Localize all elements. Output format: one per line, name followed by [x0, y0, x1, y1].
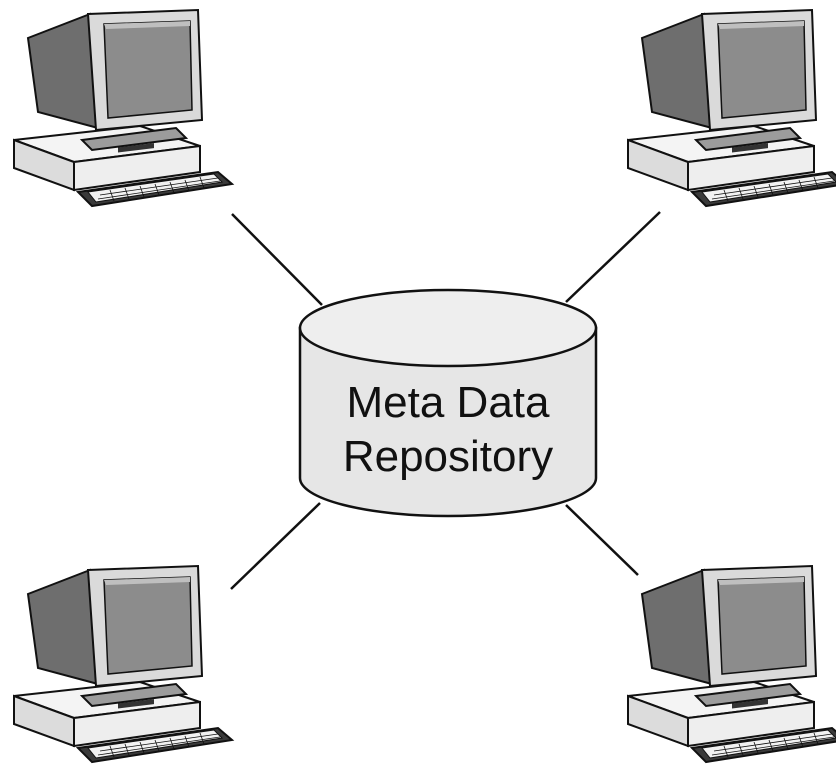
connector-bottom-left	[230, 502, 321, 590]
desktop-computer-icon	[627, 565, 836, 763]
desktop-computer-icon	[13, 565, 233, 763]
repository-label-line1: Meta Data	[347, 378, 551, 427]
desktop-computer-icon	[627, 9, 836, 207]
connector-bottom-right	[565, 504, 639, 576]
connection-lines	[230, 211, 661, 590]
repository-label-line2: Repository	[343, 432, 553, 481]
connector-top-right	[565, 211, 661, 303]
database-cylinder-icon: Meta Data Repository	[298, 288, 598, 518]
connector-top-left	[231, 213, 323, 306]
desktop-computer-icon	[13, 9, 233, 207]
